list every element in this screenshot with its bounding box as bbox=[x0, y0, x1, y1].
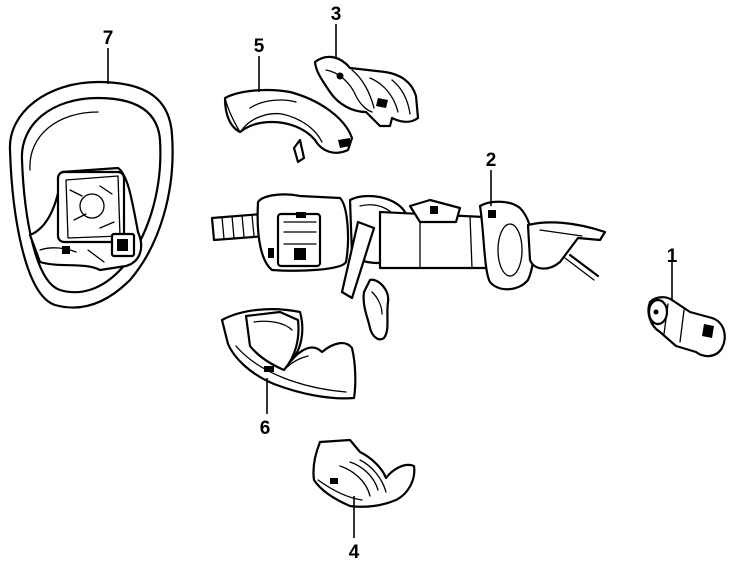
callout-labels: 7 5 3 2 1 6 4 bbox=[103, 4, 678, 563]
callout-6: 6 bbox=[260, 418, 271, 439]
callout-1: 1 bbox=[667, 246, 678, 267]
upper-shroud bbox=[223, 88, 354, 164]
callout-7: 7 bbox=[103, 28, 114, 49]
callout-4: 4 bbox=[349, 542, 360, 563]
callout-3: 3 bbox=[331, 4, 342, 25]
callout-leaders bbox=[107, 24, 673, 538]
callout-5: 5 bbox=[254, 36, 265, 57]
lower-shroud bbox=[220, 308, 357, 400]
callout-2: 2 bbox=[486, 150, 497, 171]
lock-cylinder bbox=[647, 296, 726, 358]
steering-column bbox=[210, 193, 607, 341]
steering-wheel bbox=[8, 80, 174, 309]
side-shroud bbox=[313, 55, 420, 128]
lower-cover bbox=[312, 438, 416, 508]
